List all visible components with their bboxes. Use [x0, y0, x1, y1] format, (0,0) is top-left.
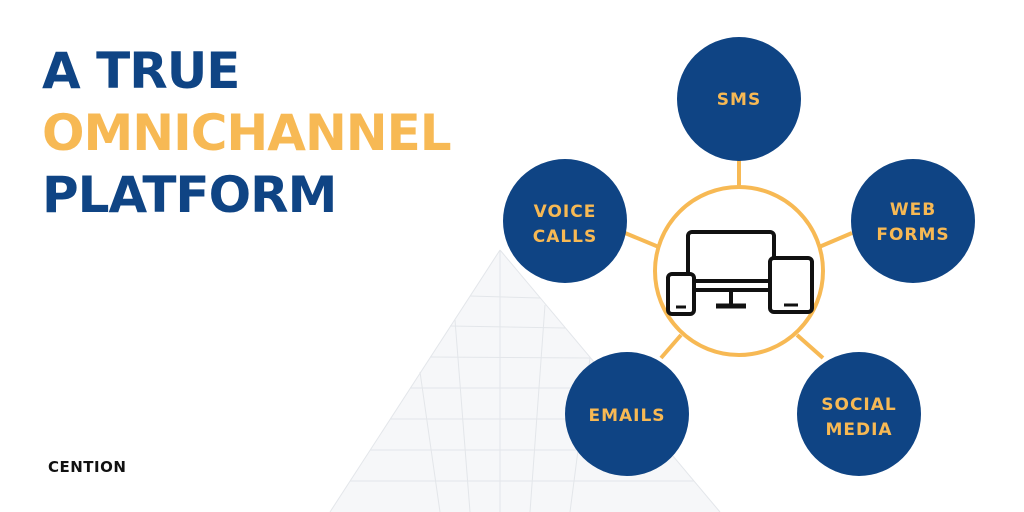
channel-voice-calls-label-1: VOICE — [534, 202, 597, 222]
channel-sms: SMS — [677, 37, 801, 161]
channel-voice-calls-label-2: CALLS — [533, 227, 598, 247]
connector-social-media — [797, 335, 823, 358]
channel-voice-calls: VOICE CALLS — [503, 159, 627, 283]
channel-social-media-label-1: SOCIAL — [821, 395, 897, 415]
channel-emails: EMAILS — [565, 352, 689, 476]
channel-social-media: SOCIAL MEDIA — [797, 352, 921, 476]
connector-emails — [661, 335, 681, 358]
channel-web-forms-label-1: WEB — [890, 200, 936, 220]
channel-social-media-label-2: MEDIA — [825, 420, 892, 440]
channel-emails-label: EMAILS — [588, 406, 665, 426]
channel-web-forms: WEB FORMS — [851, 159, 975, 283]
hub — [655, 187, 823, 355]
channel-web-forms-label-2: FORMS — [876, 225, 949, 245]
channel-sms-label: SMS — [717, 90, 761, 110]
